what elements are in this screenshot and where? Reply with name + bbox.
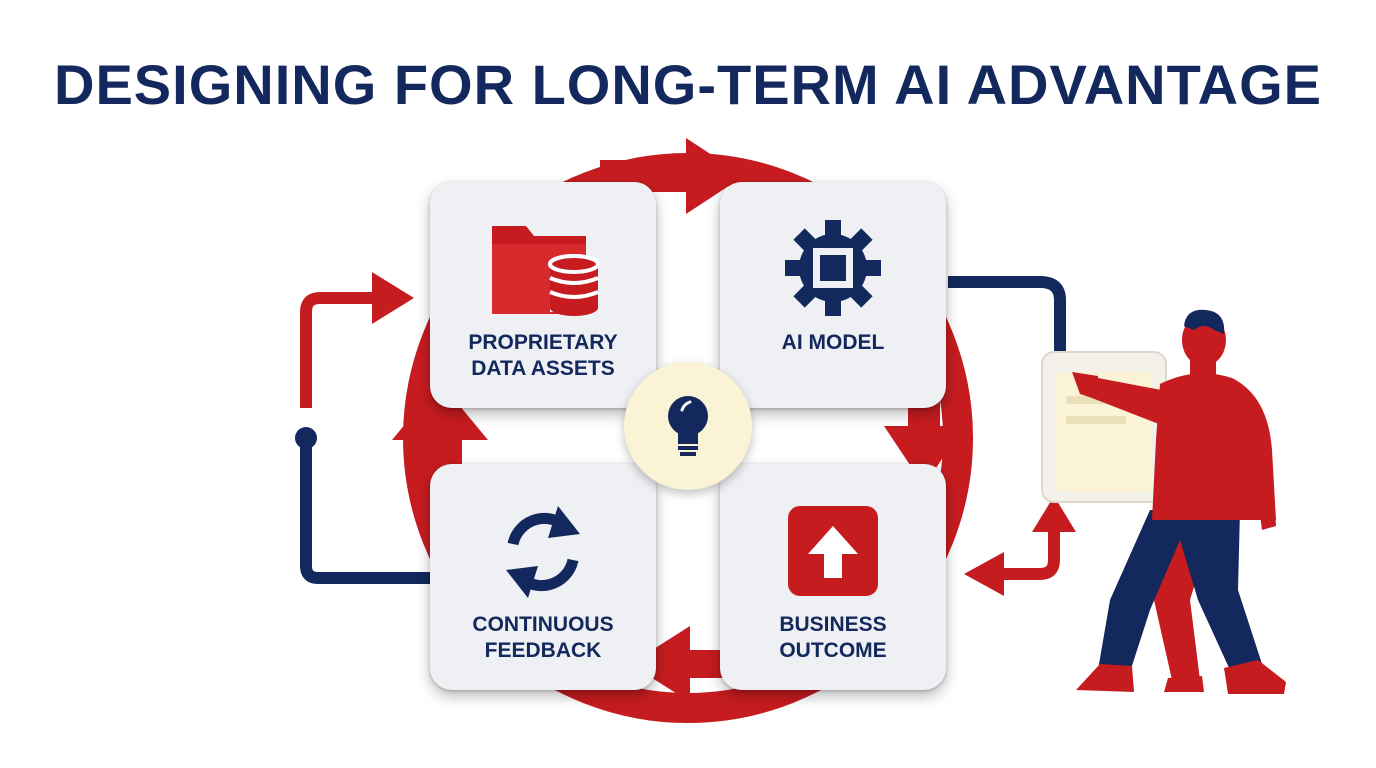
document-icon: [1041, 351, 1167, 503]
cycle-arrow-right: [884, 350, 964, 486]
cycle-arrow-left: [392, 382, 488, 520]
card-label: AI MODEL: [781, 331, 885, 354]
left-loop-red-line: [300, 292, 378, 408]
person-pointing-at-document-icon: [1072, 309, 1286, 694]
card-proprietary-data-assets: PROPRIETARY DATA ASSETS: [430, 182, 656, 408]
feedback-arrowhead-up: [1032, 496, 1076, 532]
left-loop-arrowhead: [372, 272, 414, 324]
refresh-cycle-icon: [506, 506, 580, 598]
left-loop-connector: [300, 434, 436, 584]
card-continuous-feedback: CONTINUOUS FEEDBACK: [430, 464, 656, 690]
feedback-arrowhead-left: [964, 552, 1004, 596]
card-ai-model: AI MODEL: [720, 182, 946, 408]
card-business-outcome: BUSINESS OUTCOME: [720, 464, 946, 690]
folder-database-icon: [492, 226, 600, 316]
page-title: DESIGNING FOR LONG-TERM AI ADVANTAGE: [54, 53, 1322, 116]
card-label: CONTINUOUS FEEDBACK: [472, 613, 614, 662]
cycle-arrow-bottom: [630, 626, 770, 702]
card-label: PROPRIETARY DATA ASSETS: [468, 331, 618, 380]
right-connector: [948, 276, 1066, 360]
cycle-arrow-top: [600, 138, 744, 214]
left-loop-node: [295, 427, 317, 449]
upward-arrow-icon: [788, 506, 878, 596]
chip-gear-icon: [785, 220, 881, 316]
lightbulb-icon: [668, 396, 708, 456]
card-label: BUSINESS OUTCOME: [779, 613, 887, 662]
central-hub: [624, 362, 752, 490]
feedback-arrow-line: [1004, 530, 1060, 580]
